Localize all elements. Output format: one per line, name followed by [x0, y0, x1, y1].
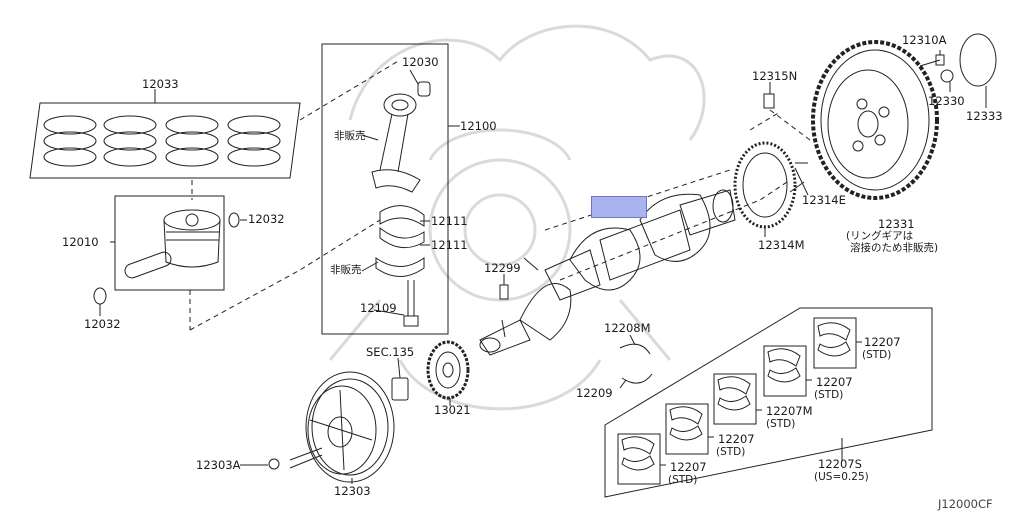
label-12033[interactable]: 12033: [142, 77, 179, 91]
label-12207S[interactable]: 12207S: [818, 457, 862, 471]
reinforcement-plate: [959, 33, 997, 87]
woodruff-key: [391, 377, 409, 401]
label-12207M[interactable]: 12207M: [766, 404, 813, 418]
label-12207-2-std: (STD): [814, 389, 844, 401]
label-12333[interactable]: 12333: [966, 109, 1003, 123]
signal-plate-bolt: [763, 93, 775, 109]
main-bearing-pair-1: [817, 322, 851, 357]
label-12207-2[interactable]: 12207: [816, 375, 853, 389]
label-12010[interactable]: 12010: [62, 235, 99, 249]
label-12030[interactable]: 12030: [402, 55, 439, 69]
piston-rings-box: [29, 89, 301, 179]
flywheel: [811, 40, 939, 200]
label-12207M-std: (STD): [766, 418, 796, 430]
label-12314E[interactable]: 12314E: [802, 193, 846, 207]
main-bearings-box: [604, 307, 933, 498]
label-13021[interactable]: 13021: [434, 403, 471, 417]
label-12314M[interactable]: 12314M: [758, 238, 805, 252]
assembly-dashed-lines: [189, 59, 811, 331]
label-12330[interactable]: 12330: [928, 94, 965, 108]
piston-ring-set-1: [43, 115, 97, 167]
selected-part-highlight[interactable]: [591, 196, 647, 218]
label-12331-note-line2: 溶接のため非販売): [850, 242, 939, 254]
flywheel-washer: [940, 69, 954, 83]
label-12111-upper[interactable]: 12111: [431, 214, 468, 228]
label-12100[interactable]: 12100: [460, 119, 497, 133]
label-12207-4[interactable]: 12207: [670, 460, 707, 474]
label-12208M[interactable]: 12208M: [604, 321, 651, 335]
label-12315N[interactable]: 12315N: [752, 69, 798, 83]
label-not-for-sale-cap: 非販売: [330, 264, 362, 276]
watermark-emblem: [328, 24, 706, 411]
connecting-rod-box: [321, 43, 460, 335]
label-12111-lower[interactable]: 12111: [431, 238, 468, 252]
connecting-rod: [371, 93, 421, 193]
label-12209[interactable]: 12209: [576, 386, 613, 400]
main-bearing-pair-4: [669, 406, 703, 441]
label-12303[interactable]: 12303: [334, 484, 371, 498]
label-12303A[interactable]: 12303A: [196, 458, 241, 472]
label-12109[interactable]: 12109: [360, 301, 397, 315]
thrust-washer-upper: [619, 343, 651, 355]
label-12331-note-line1: (リングギアは: [846, 230, 914, 242]
crank-sprocket: [426, 340, 470, 400]
dowel-pin: [789, 181, 805, 193]
rod-bearing-upper: [379, 205, 425, 227]
snap-ring-right: [228, 212, 240, 228]
main-bearing-pair-5: [621, 436, 655, 471]
label-12299[interactable]: 12299: [484, 261, 521, 275]
rod-cap: [375, 257, 425, 277]
label-12032-right[interactable]: 12032: [248, 212, 285, 226]
main-bearing-pair-2: [767, 348, 801, 383]
rod-bushing: [417, 81, 431, 97]
crank-pulley: [305, 371, 395, 483]
piston-ring-set-3: [165, 115, 219, 167]
rod-bolt: [403, 280, 419, 327]
label-12207-3-std: (STD): [716, 446, 746, 458]
signal-plate: [733, 141, 797, 229]
piston-ring-set-4: [227, 115, 281, 167]
figure-code: J12000CF: [938, 497, 993, 511]
label-12310A[interactable]: 12310A: [902, 33, 947, 47]
pilot-bushing: [499, 284, 509, 300]
label-12207-1[interactable]: 12207: [864, 335, 901, 349]
rod-bearing-lower: [379, 226, 425, 249]
label-12207S-size: (US=0.25): [814, 471, 869, 483]
thrust-washer-lower: [621, 373, 653, 384]
pulley-bolt: [268, 447, 323, 470]
crankshaft: [479, 189, 736, 356]
label-12207-3[interactable]: 12207: [718, 432, 755, 446]
flywheel-bolt: [919, 54, 945, 67]
snap-ring-left: [93, 287, 107, 305]
label-not-for-sale-rod: 非販売: [334, 130, 366, 142]
main-bearing-pair-3: [717, 376, 751, 411]
label-12207-4-std: (STD): [668, 474, 698, 486]
piston-ring-set-2: [103, 115, 157, 167]
label-sec135[interactable]: SEC.135: [366, 345, 415, 359]
label-12331[interactable]: 12331: [878, 217, 915, 231]
label-12032-left[interactable]: 12032: [84, 317, 121, 331]
label-12207-1-std: (STD): [862, 349, 892, 361]
piston-box: [110, 195, 225, 291]
